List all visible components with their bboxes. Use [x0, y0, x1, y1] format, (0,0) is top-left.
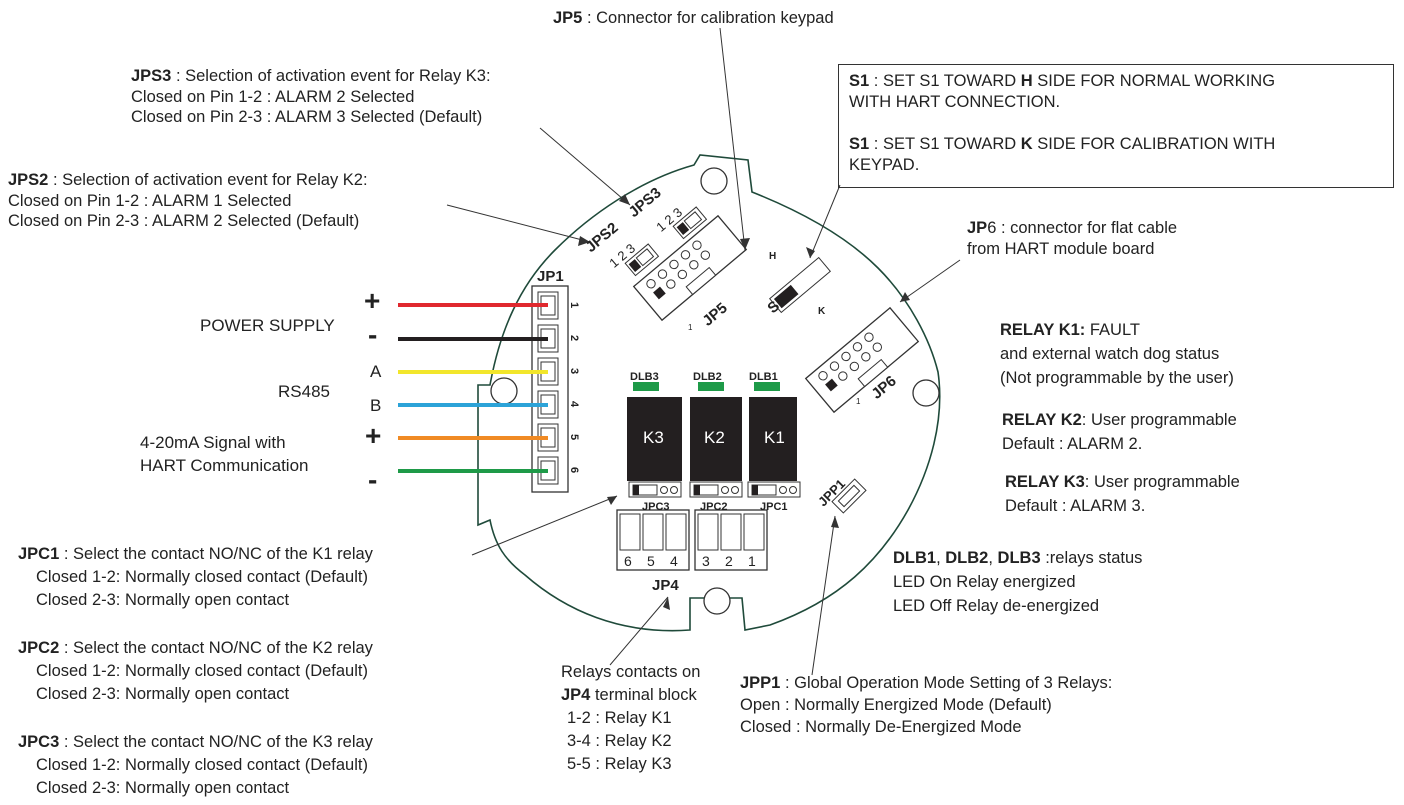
k3-relay-label: K3: [643, 428, 664, 447]
mounting-hole: [700, 167, 728, 195]
jpc3-jumper: [628, 481, 682, 498]
minus-label: -: [368, 319, 378, 350]
jpc2-board-label: JPC2: [700, 501, 728, 513]
k1-relay-label: K1: [764, 428, 785, 447]
jp1-pin-6: 6: [568, 466, 581, 474]
jpp1-annotation: JPP1 : Global Operation Mode Setting of …: [740, 674, 1113, 736]
jps3-annotation: JPS3 : Selection of activation event for…: [131, 67, 491, 126]
relay-k2: [690, 397, 742, 481]
relay-k1: [749, 397, 797, 481]
relays-contacts-annotation: Relays contacts on JP4 terminal block 1-…: [561, 663, 701, 773]
led-dlb2: [698, 382, 724, 391]
rs485-b-label: B: [370, 396, 382, 415]
mounting-hole: [490, 377, 518, 405]
jpc2-jumper: [689, 481, 743, 498]
jp4-board-label: JP4: [652, 577, 679, 594]
relay-k3-annotation: RELAY K3: User programmable Default : AL…: [1005, 473, 1240, 515]
jp4-pin-3: 3: [702, 553, 710, 569]
s1-switch: [768, 256, 832, 314]
jp1-connector: [531, 285, 569, 493]
s1-k-label: K: [818, 306, 826, 317]
jps3-jumper: [672, 206, 708, 240]
jp1-pin-1: 1: [568, 301, 581, 309]
dlb-annotation: DLB1, DLB2, DLB3 :relays status LED On R…: [893, 549, 1143, 615]
minus-label-2: -: [368, 464, 378, 495]
dlb2-label: DLB2: [693, 371, 722, 383]
mounting-hole: [703, 587, 731, 615]
rs485-label: RS485: [278, 382, 330, 401]
led-dlb3: [633, 382, 659, 391]
jp5-annotation: JP5 : Connector for calibration keypad: [553, 9, 834, 27]
dlb1-label: DLB1: [749, 371, 778, 383]
jp5-connector: [632, 214, 748, 322]
jps2-jumper: [624, 243, 660, 277]
led-dlb1: [754, 382, 780, 391]
jp4-pin-2: 2: [725, 553, 733, 569]
jpc1-annotation: JPC1 : Select the contact NO/NC of the K…: [18, 545, 373, 609]
plus-label: +: [364, 285, 381, 316]
plus-label-2: +: [365, 420, 382, 451]
jpc1-jumper: [747, 481, 801, 498]
leader-lines: [446, 27, 961, 676]
rs485-a-label: A: [370, 362, 382, 381]
jp1-pin-3: 3: [568, 367, 581, 375]
arrowheads: [578, 194, 910, 610]
jp4-pin-1: 1: [748, 553, 756, 569]
jp4-pin-5: 5: [647, 553, 655, 569]
relay-k1-annotation: RELAY K1: FAULT and external watch dog s…: [1000, 321, 1234, 387]
jpc2-annotation: JPC2 : Select the contact NO/NC of the K…: [18, 639, 373, 703]
dlb3-label: DLB3: [630, 371, 659, 383]
relay-k3: [627, 397, 682, 481]
jp1-pin-5: 5: [568, 433, 581, 441]
jp6-annotation: JP6 : connector for flat cable from HART…: [967, 219, 1178, 258]
relay-k2-annotation: RELAY K2: User programmable Default : AL…: [1002, 411, 1237, 453]
jp6-connector: [804, 306, 920, 414]
power-supply-label: POWER SUPPLY: [200, 316, 335, 335]
jp4-pin-6: 6: [624, 553, 632, 569]
s1-note-box: S1 : SET S1 TOWARD H SIDE FOR NORMAL WOR…: [838, 64, 1394, 188]
jp1-pin-2: 2: [568, 334, 581, 342]
jpc1-board-label: JPC1: [760, 501, 788, 513]
jp4-pin-4: 4: [670, 553, 678, 569]
signal-label-line1: 4-20mA Signal with: [140, 433, 286, 452]
jpc3-board-label: JPC3: [642, 501, 670, 513]
mounting-hole: [912, 379, 940, 407]
jp6-pin1: 1: [856, 397, 861, 406]
jpc3-annotation: JPC3 : Select the contact NO/NC of the K…: [18, 733, 373, 797]
jp5-pin1: 1: [688, 323, 693, 332]
jpp1-jumper: [831, 478, 867, 514]
jp1-pin-4: 4: [568, 400, 581, 408]
k2-relay-label: K2: [704, 428, 725, 447]
signal-label-line2: HART Communication: [140, 456, 309, 475]
jp1-label: JP1: [537, 268, 564, 285]
s1-h-label: H: [769, 251, 777, 262]
jp4-terminal-block: [616, 509, 768, 571]
jps2-annotation: JPS2 : Selection of activation event for…: [8, 171, 368, 230]
